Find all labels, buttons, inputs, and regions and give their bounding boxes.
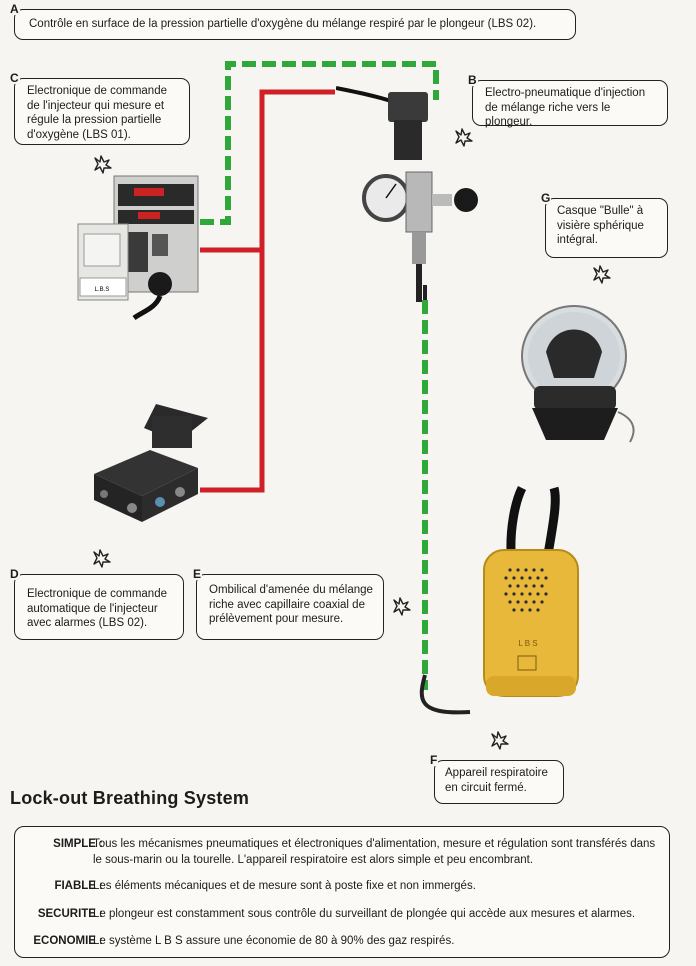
box-f-text: Appareil respiratoire en circuit fermé. [445, 767, 548, 794]
label-e: E [192, 567, 203, 581]
feature-simple: SIMPLE : Tous les mécanismes pneumatique… [15, 837, 669, 871]
feature-fiable: FIABLE : Les éléments mécaniques et de m… [15, 879, 669, 897]
box-d-text: Electronique de commande automatique de … [27, 588, 167, 630]
box-a-text: Contrôle en surface de la pression parti… [29, 18, 537, 30]
feature-text: Tous les mécanismes pneumatiques et élec… [93, 838, 656, 866]
box-d: Electronique de commande automatique de … [14, 574, 184, 640]
label-f: F [429, 753, 439, 767]
pointing-hand-icon [455, 128, 473, 147]
box-c: Electronique de commande de l'injecteur … [14, 78, 190, 145]
box-b: Electro-pneumatique d'injection de mélan… [472, 80, 668, 129]
box-e: Ombilical d'amenée du mélange riche avec… [196, 574, 384, 640]
box-f: Appareil respiratoire en circuit fermé. [434, 760, 564, 804]
breathing-apparatus-photo: L B S [483, 485, 579, 697]
pointing-hand-icon [593, 265, 611, 284]
feature-securite: SECURITE : Le plongeur est constamment s… [15, 907, 669, 925]
feature-economie: ECONOMIE : Le système L B S assure une é… [15, 934, 669, 952]
feature-text: Le système L B S assure une économie de … [93, 935, 455, 947]
red-line-top [200, 89, 335, 253]
box-c-text: Electronique de commande de l'injecteur … [27, 85, 167, 142]
label-c: C [9, 71, 20, 85]
feature-text: Le plongeur est constamment sous contrôl… [93, 908, 636, 920]
box-e-text: Ombilical d'amenée du mélange riche avec… [209, 584, 373, 626]
label-b: B [467, 73, 478, 87]
pointing-hand-icon [491, 731, 509, 750]
feature-key: SECURITE : [37, 908, 103, 920]
pointing-hand-icon [94, 155, 112, 174]
alarm-electronics-photo [94, 404, 208, 522]
pointing-hand-icon [93, 549, 111, 568]
box-a: Contrôle en surface de la pression parti… [14, 9, 576, 40]
feature-key: SIMPLE : [53, 838, 103, 850]
injector-valve-photo [336, 86, 478, 302]
umbilical-hose [419, 285, 471, 715]
control-unit-photo: L.B.S [77, 175, 199, 321]
green-dashed-line [200, 61, 439, 225]
box-b-text: Electro-pneumatique d'injection de mélan… [485, 87, 646, 129]
feature-key: FIABLE : [54, 880, 103, 892]
features-box: SIMPLE : Tous les mécanismes pneumatique… [14, 826, 670, 958]
label-a: A [9, 2, 20, 16]
red-line-d [200, 250, 265, 493]
page-title: Lock-out Breathing System [10, 788, 250, 808]
lbs-device-label: L.B.S [95, 287, 110, 293]
pointing-hand-icon [393, 597, 411, 616]
label-g: G [540, 191, 552, 205]
feature-text: Les éléments mécaniques et de mesure son… [93, 880, 476, 892]
lbs-backpack-label: L B S [518, 639, 537, 648]
spherical-helmet-photo [521, 305, 635, 443]
box-g: Casque "Bulle" à visière sphérique intég… [545, 198, 668, 258]
feature-key: ECONOMIE : [33, 935, 103, 947]
label-d: D [9, 567, 20, 581]
box-g-text: Casque "Bulle" à visière sphérique intég… [557, 205, 644, 247]
